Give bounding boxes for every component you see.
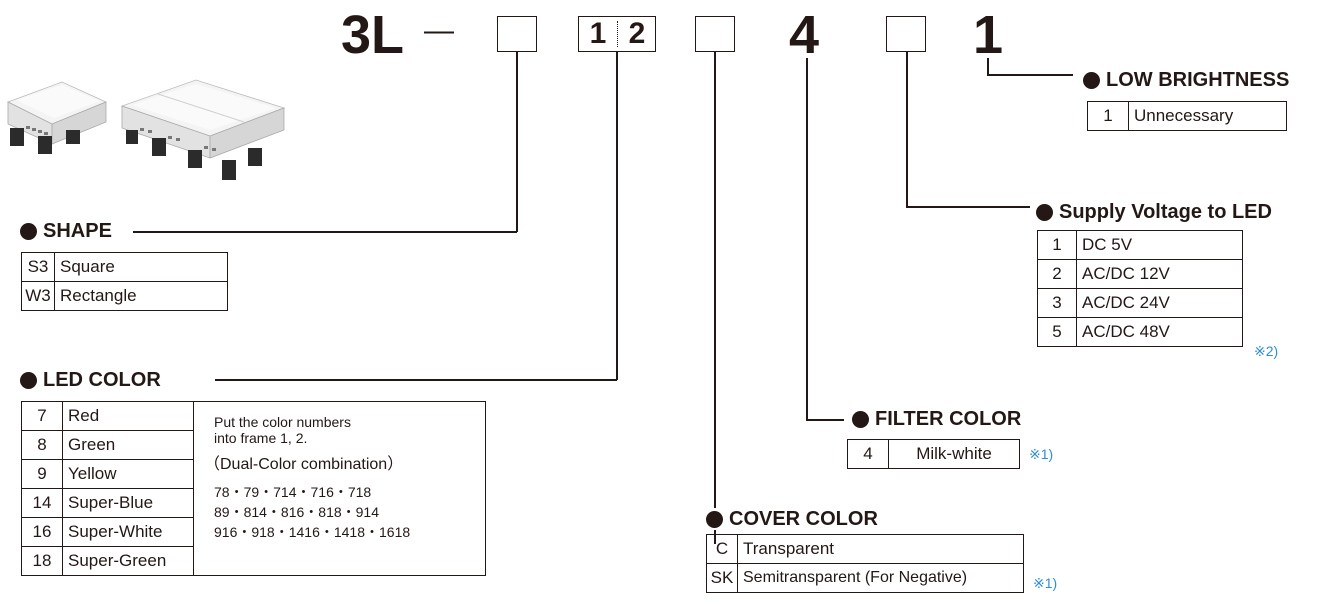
shape-frame — [497, 16, 537, 52]
table-row: 7 Red Put the color numbers into frame 1… — [22, 402, 486, 431]
product-photo-square — [2, 72, 112, 162]
cover-connector-vertical — [714, 52, 716, 544]
supply-voltage-note: ※2) — [1254, 343, 1278, 360]
low-brightness-code-digit: 1 — [973, 8, 1003, 62]
code-prefix: 3L — [341, 8, 404, 62]
cover-color-title: COVER COLOR — [706, 508, 884, 530]
voltage-connector-horizontal — [906, 206, 1030, 208]
table-row: SK Semitransparent (For Negative) — [707, 564, 1024, 593]
bullet-icon — [1083, 72, 1100, 89]
led-connector-vertical — [616, 52, 618, 380]
low-brightness-connector-vertical — [987, 58, 989, 75]
led-frame-2-number: 2 — [618, 17, 656, 51]
cover-color-table: C Transparent SK Semitransparent (For Ne… — [706, 534, 1024, 593]
low-brightness-connector-horizontal — [987, 74, 1073, 76]
filter-code-digit: 4 — [789, 8, 819, 62]
cover-color-frame — [695, 16, 735, 52]
shape-connector-vertical — [516, 52, 518, 232]
low-brightness-table: 1 Unnecessary — [1087, 101, 1287, 131]
cover-color-note: ※1) — [1033, 575, 1057, 592]
shape-title: SHAPE — [20, 220, 120, 242]
table-row: C Transparent — [707, 535, 1024, 564]
led-color-table: 7 Red Put the color numbers into frame 1… — [21, 401, 486, 576]
filter-color-note: ※1) — [1029, 446, 1053, 463]
bullet-icon — [20, 372, 37, 389]
led-color-title: LED COLOR — [20, 369, 169, 391]
filter-color-table: 4 Milk-white — [847, 439, 1020, 469]
led-color-instructions: Put the color numbers into frame 1, 2. （… — [194, 402, 486, 576]
led-connector-horizontal — [215, 379, 617, 381]
filter-connector-vertical — [806, 58, 808, 420]
bullet-icon — [852, 411, 869, 428]
code-dash: — — [424, 14, 454, 48]
product-photo-rectangle — [118, 68, 288, 186]
low-brightness-title: LOW BRIGHTNESS — [1083, 69, 1289, 91]
led-frame-1-number: 1 — [579, 17, 617, 51]
bullet-icon — [20, 223, 37, 240]
supply-voltage-title: Supply Voltage to LED — [1036, 201, 1272, 223]
table-row: 1 Unnecessary — [1088, 102, 1287, 131]
filter-connector-horizontal — [806, 419, 844, 421]
voltage-connector-vertical — [906, 52, 908, 207]
bullet-icon — [1036, 204, 1053, 221]
shape-connector-horizontal — [133, 231, 517, 233]
table-row: 4 Milk-white — [848, 440, 1020, 469]
bullet-icon — [706, 511, 723, 528]
led-color-frame: 1 2 — [578, 16, 656, 52]
filter-color-title: FILTER COLOR — [852, 408, 1021, 430]
voltage-frame — [886, 16, 926, 52]
